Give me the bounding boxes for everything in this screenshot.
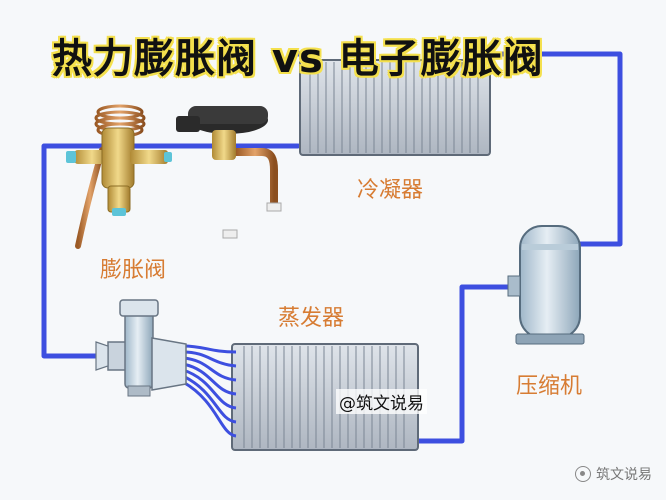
electronic-expansion-valve-icon <box>176 106 282 239</box>
distributor-lines <box>182 344 237 438</box>
condenser-label: 冷凝器 <box>357 178 424 203</box>
refrigerant-pipe-loop <box>41 51 623 444</box>
pipe-condenser-to-compressor <box>485 51 623 247</box>
compressor-icon <box>507 225 585 345</box>
center-watermark: @筑文说易 <box>336 389 427 414</box>
corner-watermark: 筑文说易 <box>575 464 652 484</box>
pipe-evaporator-to-compressor <box>415 284 523 444</box>
corner-watermark-text: 筑文说易 <box>596 467 652 483</box>
evaporator-label: 蒸发器 <box>278 306 345 331</box>
thermostatic-expansion-valve-icon <box>66 104 172 249</box>
watermark-logo-icon <box>575 466 591 482</box>
expansion-valve-label: 膨胀阀 <box>100 258 167 283</box>
compressor-label: 压缩机 <box>516 374 583 399</box>
distributor-valve-icon <box>95 299 187 397</box>
condenser-coil-icon <box>299 59 491 156</box>
pipe-condenser-to-valve <box>41 143 301 359</box>
page-title: 热力膨胀阀 vs 电子膨胀阀 <box>52 36 544 82</box>
